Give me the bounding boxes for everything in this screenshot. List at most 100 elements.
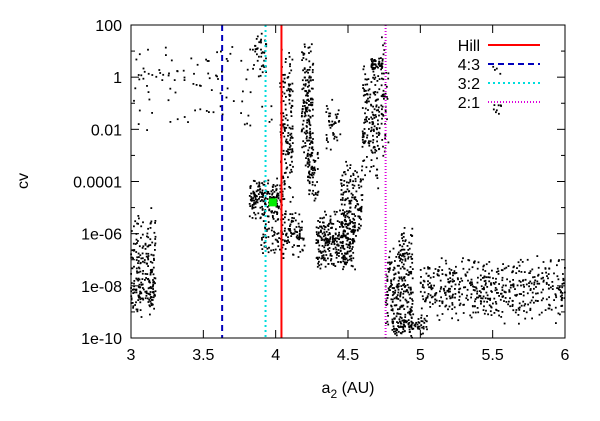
- scatter-point: [150, 299, 153, 301]
- scatter-point: [400, 291, 402, 294]
- scatter-point: [374, 76, 377, 79]
- scatter-point: [449, 272, 451, 275]
- scatter-point: [560, 305, 563, 307]
- scatter-point: [282, 243, 285, 246]
- scatter-point: [262, 220, 265, 222]
- scatter-point: [335, 228, 337, 231]
- scatter-point: [378, 114, 380, 117]
- scatter-point: [270, 210, 273, 213]
- scatter-point: [291, 150, 294, 153]
- scatter-point: [430, 288, 433, 291]
- scatter-point: [423, 322, 426, 324]
- scatter-point: [488, 280, 491, 283]
- scatter-point: [321, 245, 324, 247]
- scatter-point: [409, 286, 412, 289]
- scatter-point: [294, 230, 297, 233]
- scatter-point: [273, 230, 275, 233]
- scatter-point: [353, 239, 355, 242]
- scatter-point: [152, 279, 154, 281]
- scatter-point: [518, 264, 521, 267]
- scatter-point: [217, 78, 219, 80]
- scatter-point: [372, 70, 375, 73]
- scatter-point: [149, 222, 152, 225]
- scatter-point: [411, 298, 413, 301]
- scatter-point: [328, 124, 331, 127]
- scatter-point: [302, 238, 305, 241]
- scatter-point: [287, 134, 289, 137]
- scatter-point: [303, 131, 306, 134]
- scatter-point: [305, 108, 308, 111]
- scatter-point: [307, 118, 310, 121]
- scatter-point: [348, 227, 351, 230]
- scatter-point: [325, 139, 328, 141]
- scatter-point: [394, 332, 396, 335]
- scatter-point: [296, 245, 299, 247]
- scatter-point: [392, 278, 395, 281]
- scatter-point: [381, 58, 384, 61]
- scatter-point: [421, 320, 424, 323]
- x-tick-label: 3: [127, 347, 136, 364]
- scatter-point: [382, 154, 385, 157]
- scatter-point: [312, 159, 315, 162]
- scatter-point: [408, 271, 410, 273]
- scatter-point: [382, 145, 384, 148]
- scatter-point: [414, 325, 417, 328]
- scatter-point: [436, 274, 439, 277]
- scatter-point: [398, 264, 400, 267]
- scatter-point: [556, 287, 558, 289]
- scatter-point: [132, 257, 134, 260]
- scatter-point: [400, 305, 403, 307]
- scatter-point: [403, 267, 405, 270]
- scatter-point: [345, 253, 347, 255]
- scatter-point: [333, 135, 336, 138]
- scatter-point: [255, 182, 258, 185]
- scatter-point: [306, 121, 308, 124]
- scatter-point: [301, 146, 304, 149]
- scatter-point: [479, 274, 482, 277]
- scatter-point: [377, 134, 380, 136]
- scatter-point: [243, 123, 246, 126]
- scatter-point: [349, 210, 352, 213]
- scatter-point: [466, 294, 468, 297]
- scatter-point: [343, 180, 346, 182]
- scatter-point: [498, 295, 500, 297]
- scatter-point: [444, 285, 447, 288]
- scatter-point: [319, 250, 322, 253]
- scatter-point: [288, 90, 291, 93]
- scatter-point: [562, 277, 565, 280]
- scatter-point: [445, 304, 448, 307]
- scatter-point: [351, 238, 354, 240]
- scatter-point: [136, 278, 139, 281]
- scatter-point: [317, 241, 320, 244]
- scatter-point: [138, 278, 141, 281]
- scatter-point: [402, 239, 404, 242]
- scatter-point: [325, 238, 328, 240]
- scatter-point: [328, 115, 330, 118]
- scatter-point: [401, 237, 403, 240]
- scatter-point: [390, 280, 393, 282]
- scatter-point: [443, 288, 445, 290]
- scatter-point: [410, 270, 413, 273]
- scatter-point: [346, 227, 349, 230]
- scatter-point: [275, 188, 278, 191]
- scatter-point: [387, 314, 389, 317]
- scatter-point: [467, 279, 469, 282]
- scatter-point: [321, 227, 324, 230]
- scatter-point: [219, 105, 222, 108]
- scatter-point: [444, 292, 446, 294]
- scatter-point: [307, 85, 309, 88]
- scatter-point: [400, 317, 403, 319]
- scatter-point: [349, 167, 351, 169]
- scatter-point: [305, 109, 307, 112]
- scatter-point: [373, 74, 376, 76]
- scatter-point: [403, 276, 406, 278]
- scatter-point: [548, 267, 551, 270]
- y-tick-label: 1: [113, 70, 122, 87]
- scatter-point: [344, 199, 346, 202]
- scatter-point: [536, 300, 539, 302]
- scatter-point: [373, 108, 376, 111]
- scatter-point: [535, 292, 537, 295]
- scatter-point: [373, 145, 375, 148]
- scatter-point: [405, 273, 408, 275]
- scatter-point: [336, 243, 339, 246]
